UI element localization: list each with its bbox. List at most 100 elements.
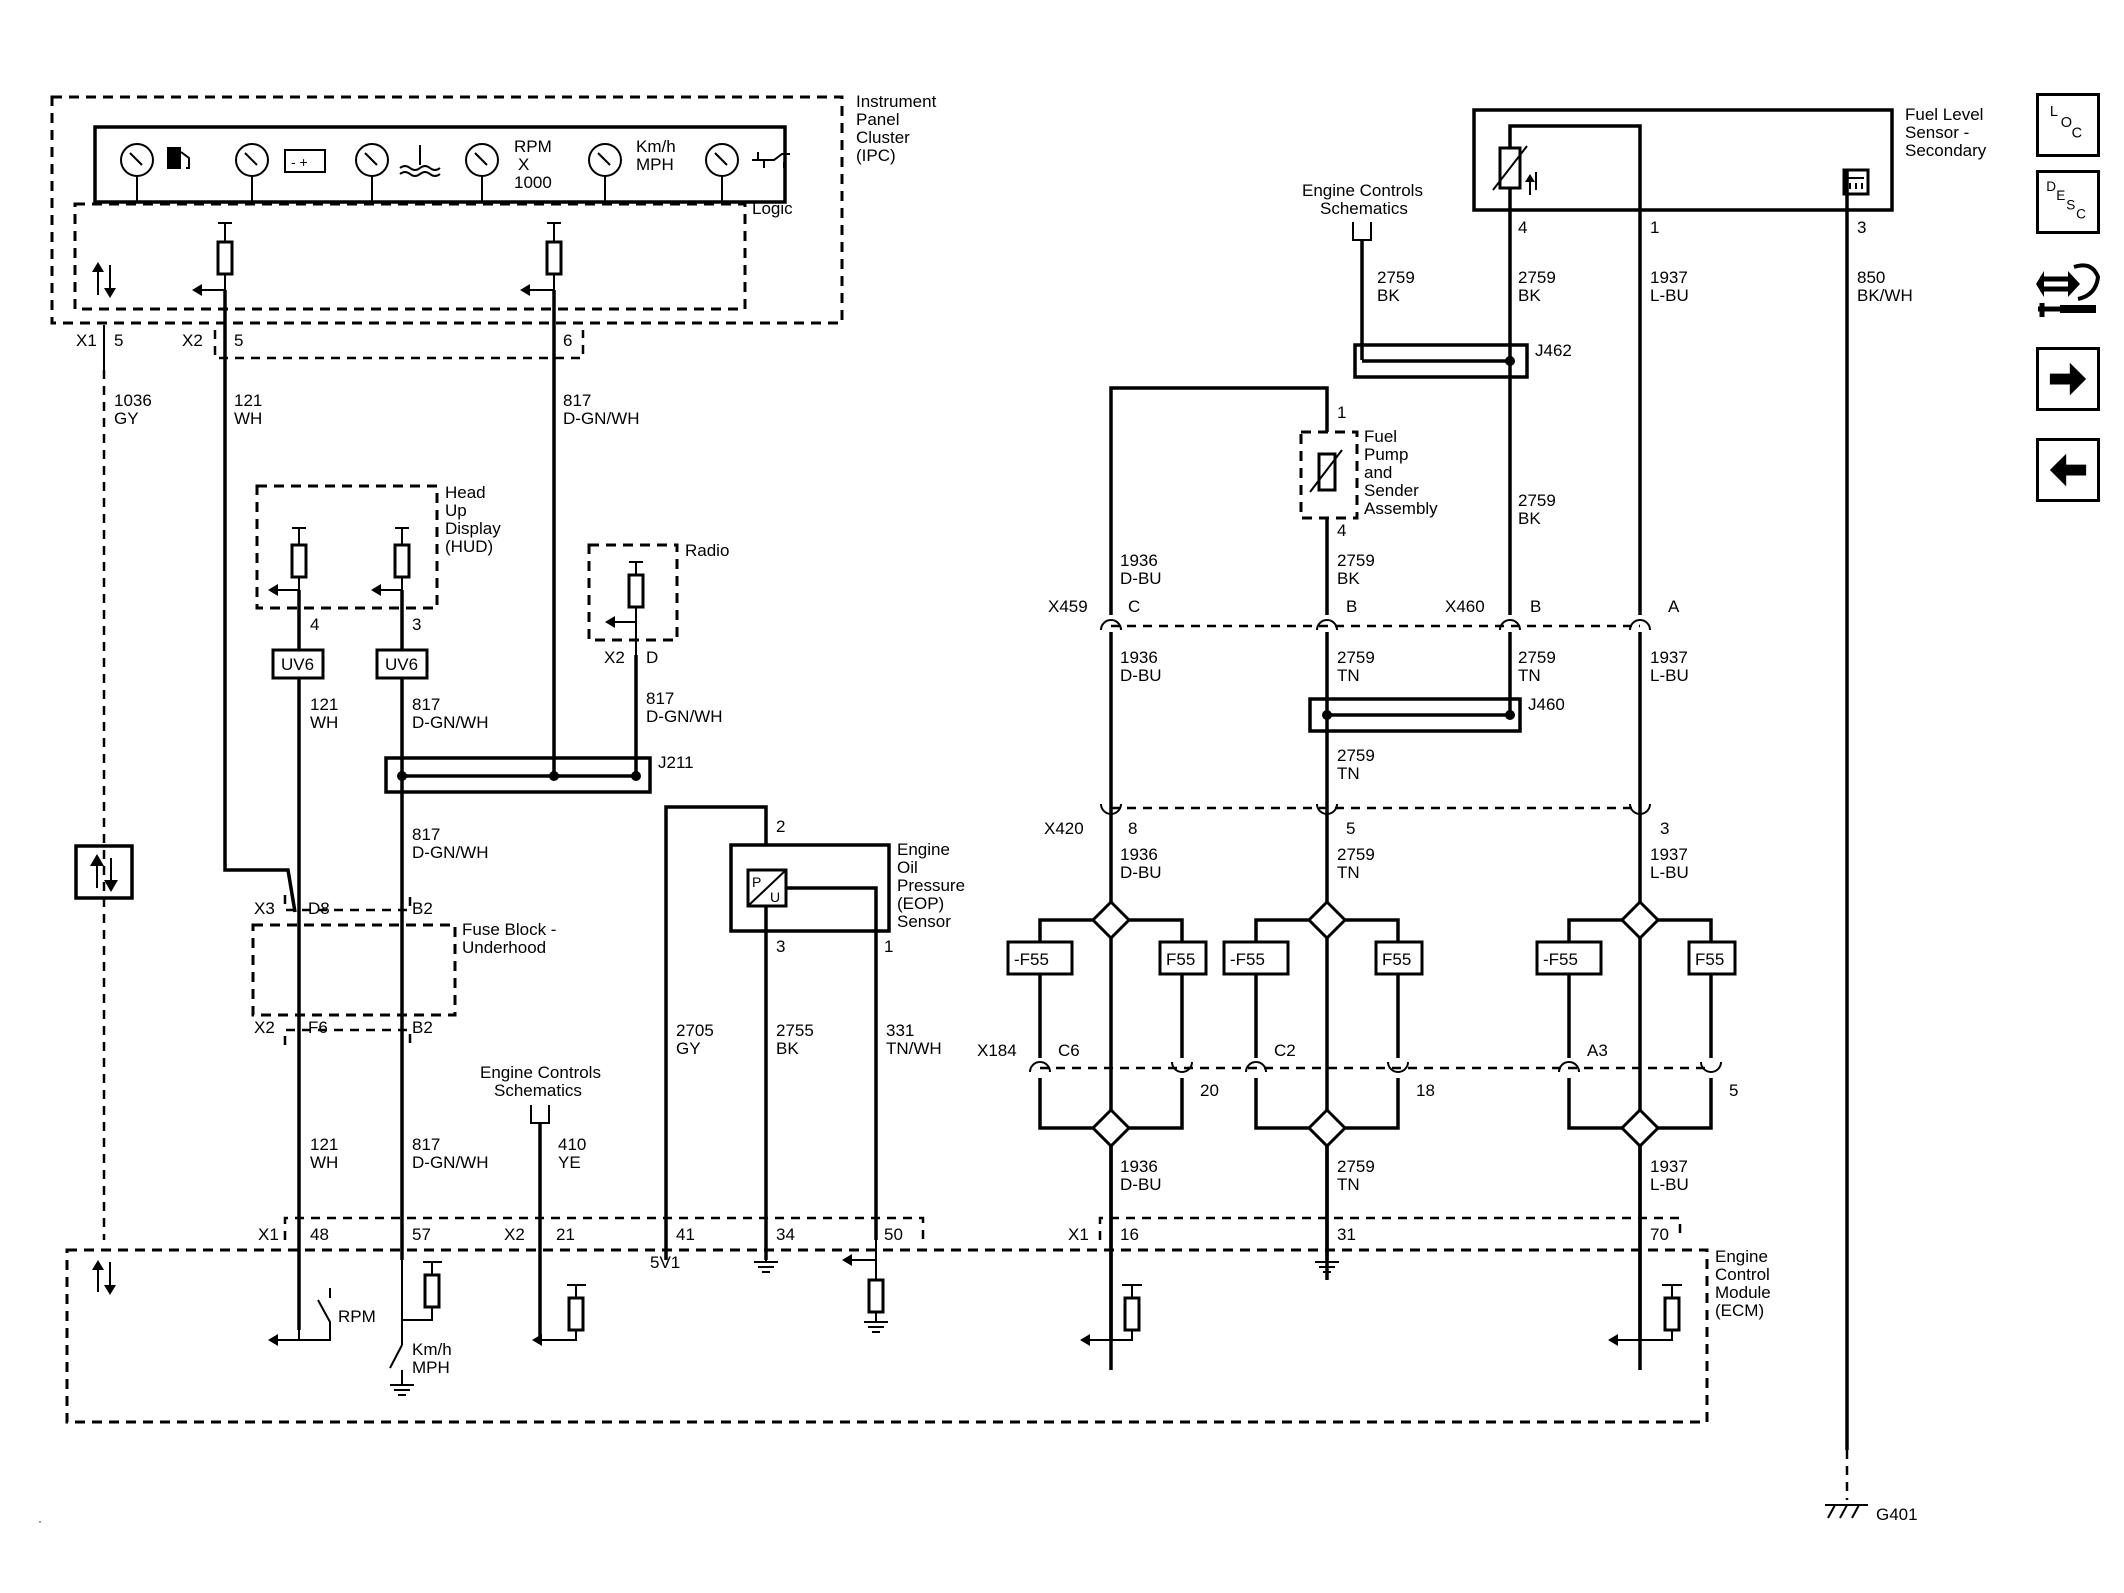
ipc-serial-arrow: [92, 262, 116, 298]
wire-121-num: 121: [234, 391, 262, 410]
desc-s: S: [2066, 197, 2075, 212]
f55-3-neg: -F55: [1543, 950, 1578, 969]
prev-arrow-icon: [2049, 453, 2087, 487]
pump-pin-4: 4: [1337, 521, 1346, 540]
wire-817-color: D-GN/WH: [563, 409, 639, 428]
next-button[interactable]: [2036, 347, 2100, 411]
x420-2759-num: 2759: [1337, 845, 1375, 864]
wire-1036-color: GY: [114, 409, 139, 428]
radio-pin-d: D: [646, 648, 658, 667]
wire-2755-color: BK: [776, 1039, 799, 1058]
wire-331-num: 331: [886, 1021, 914, 1040]
ecm-label-3: Module: [1715, 1283, 1771, 1302]
x184-1937-color: L-BU: [1650, 1175, 1689, 1194]
x184-pin-18: 18: [1416, 1081, 1435, 1100]
connector-button[interactable]: [2034, 253, 2102, 333]
fuse-block-group: X3 D8 B2 Fuse Block - Underhood X2 F6 B2…: [251, 895, 556, 1172]
rpm-gauge-line: RPM: [514, 137, 552, 156]
x460-2759-num: 2759: [1518, 648, 1556, 667]
fuse-817-num: 817: [412, 1135, 440, 1154]
eop-pin-1: 1: [884, 937, 893, 956]
fls-2759-num: 2759: [1518, 268, 1556, 287]
wire-2705-color: GY: [676, 1039, 701, 1058]
ecs-top-label-1: Engine Controls: [1302, 181, 1423, 200]
radio-x2-label: X2: [604, 648, 625, 667]
fuse-121-color: WH: [310, 1153, 338, 1172]
wire-121-ipc: 121 WH: [223, 330, 297, 913]
ecm-serial-arrow: [92, 1260, 116, 1295]
ecs-2759-num: 2759: [1377, 268, 1415, 287]
hud-pin-4: 4: [310, 615, 319, 634]
desc-button[interactable]: D E S C: [2036, 170, 2100, 234]
x184-label: X184: [977, 1041, 1017, 1060]
wire-2705-num: 2705: [676, 1021, 714, 1040]
uv6-a-label: UV6: [281, 655, 314, 674]
x459-x460-row: X459 C B X460 B A 1936 D-BU 2759 TN 2759…: [1048, 210, 1689, 1370]
f55-branches: -F55 F55 -F55 F55 -F55 F55: [1006, 899, 1737, 1058]
serial-data-icon: [90, 854, 118, 892]
gauge-battery: - +: [235, 143, 326, 202]
eop-group: 2 P U Engine Oil Pressure (EOP) Sensor 3…: [664, 805, 965, 1260]
hud-pin-3: 3: [412, 615, 421, 634]
radio-817-color: D-GN/WH: [646, 707, 722, 726]
fls-label-3: Secondary: [1905, 141, 1987, 160]
eop-label-3: Pressure: [897, 876, 965, 895]
oil-pressure-icon: [752, 152, 790, 168]
rpm-gauge-line: X: [518, 155, 529, 174]
hud-817-color: D-GN/WH: [412, 713, 488, 732]
pump-2759-color: BK: [1337, 569, 1360, 588]
fls-label-2: Sensor -: [1905, 123, 1969, 142]
j211-817-color: D-GN/WH: [412, 843, 488, 862]
f55-1-neg: -F55: [1014, 950, 1049, 969]
next-arrow-icon: [2049, 362, 2087, 396]
loc-o: O: [2061, 115, 2072, 131]
x459-2759-num: 2759: [1337, 648, 1375, 667]
fuel-level-sensor-group: Fuel Level Sensor - Secondary 4 1 3 2759…: [1472, 105, 1987, 1524]
ecm-pin-31: 31: [1337, 1225, 1356, 1244]
fuse-x3-label: X3: [254, 899, 275, 918]
ecm-label-1: Engine: [1715, 1247, 1768, 1266]
pump-label-2: Pump: [1364, 445, 1408, 464]
wire-331-color: TN/WH: [886, 1039, 942, 1058]
ecm-kmh-label-1: Km/h: [412, 1340, 452, 1359]
pump-1936-num: 1936: [1120, 551, 1158, 570]
x184-2759-color: TN: [1337, 1175, 1360, 1194]
fls-pin-1: 1: [1650, 218, 1659, 237]
fuse-b2-bot-pin: B2: [412, 1018, 433, 1037]
j460-2759-num: 2759: [1337, 746, 1375, 765]
wire-121-color: WH: [234, 409, 262, 428]
pump-pin-1: 1: [1337, 403, 1346, 422]
x460-pin-b: B: [1530, 597, 1541, 616]
ipc-label-2: Panel: [856, 110, 899, 129]
pump-label-3: and: [1364, 463, 1392, 482]
j211-splice: J211 817 D-GN/WH: [384, 753, 694, 862]
wire-817-num: 817: [563, 391, 591, 410]
svg-text:- +: - +: [291, 154, 308, 170]
eop-pin-2: 2: [776, 817, 785, 836]
previous-button[interactable]: [2036, 438, 2100, 502]
fls-label-1: Fuel Level: [1905, 105, 1983, 124]
wire-1036: 1036 GY: [74, 325, 152, 1240]
gauge-coolant: [355, 143, 441, 202]
x420-label: X420: [1044, 819, 1084, 838]
desc-e: E: [2056, 188, 2065, 203]
ecm-pin-57: 57: [412, 1225, 431, 1244]
loc-button[interactable]: L O C: [2036, 93, 2100, 157]
ecm-pin-41: 41: [676, 1225, 695, 1244]
j211-817-num: 817: [412, 825, 440, 844]
hud-121-color: WH: [310, 713, 338, 732]
radio-label: Radio: [685, 541, 729, 560]
ecm-group: X1 48 57 X2 21 41 34 50 X1 16 31 70 Engi…: [65, 1216, 1771, 1424]
wire-410-num: 410: [558, 1135, 586, 1154]
hud-label-4: (HUD): [445, 537, 493, 556]
ipc-label-1: Instrument: [856, 92, 937, 111]
x184-pin-c6: C6: [1058, 1041, 1080, 1060]
hud-121-num: 121: [310, 695, 338, 714]
ecm-x2-label: X2: [504, 1225, 525, 1244]
logic-label: Logic: [752, 199, 793, 218]
ecm-pin-70: 70: [1650, 1225, 1669, 1244]
hud-817-num: 817: [412, 695, 440, 714]
desc-icon: D E S C: [2046, 179, 2086, 221]
